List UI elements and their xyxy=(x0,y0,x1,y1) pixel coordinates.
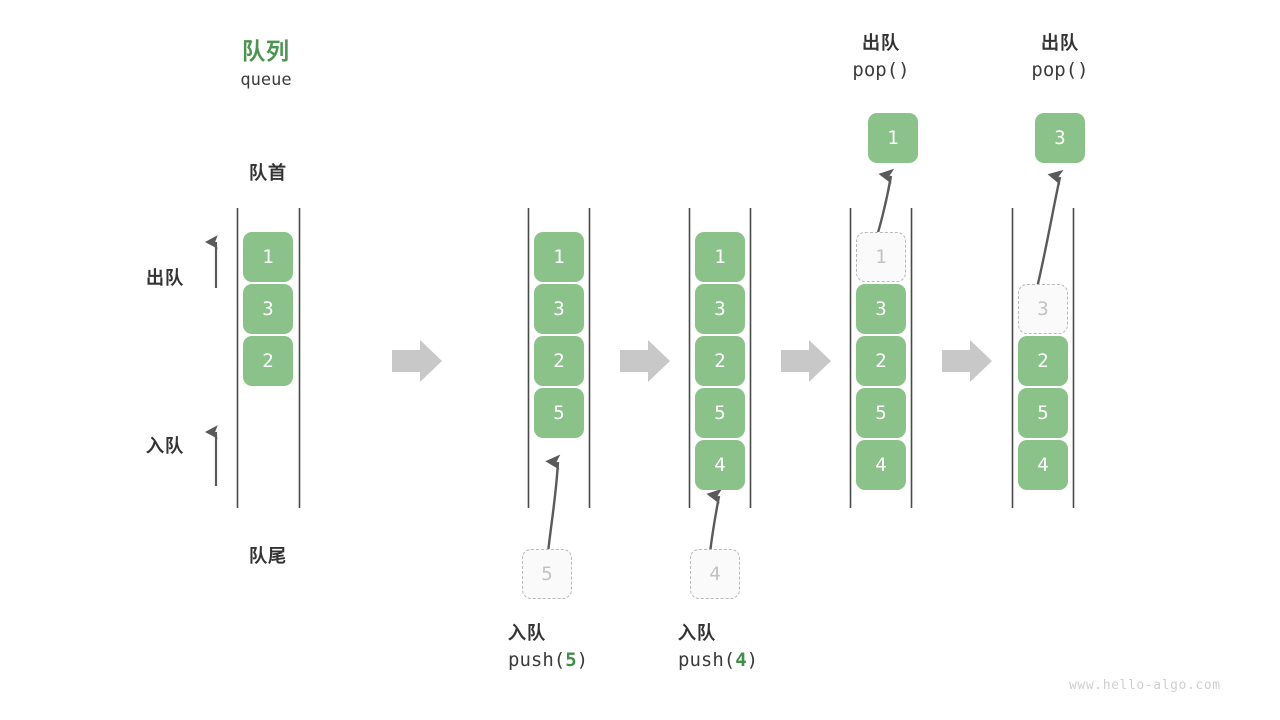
pop-3-caption-code: pop() xyxy=(990,56,1130,84)
queue-cell: 4 xyxy=(856,440,906,490)
push-5-caption: 入队 push(5) xyxy=(448,620,648,674)
queue-tail-label: 队尾 xyxy=(249,546,287,566)
queue-cell: 5 xyxy=(1018,388,1068,438)
pop-3-arrow xyxy=(1032,177,1060,301)
push-4-caption-code: push(4) xyxy=(678,646,818,674)
push-4-caption-cn: 入队 xyxy=(678,623,716,643)
queue-cell: 5 xyxy=(695,388,745,438)
push-5-code-value: 5 xyxy=(565,649,577,671)
pop-3-caption: 出队 pop() xyxy=(990,30,1130,84)
queue-cell: 5 xyxy=(856,388,906,438)
page-title: 队列 xyxy=(242,38,290,64)
queue-cell: 2 xyxy=(1018,336,1068,386)
push-4-code-post: ) xyxy=(746,649,759,671)
queue-cell: 3 xyxy=(856,284,906,334)
popped-cell: 1 xyxy=(868,113,918,163)
push-5-code-post: ) xyxy=(576,649,589,671)
pop-1-caption-cn: 出队 xyxy=(862,33,900,53)
push-4-caption: 入队 push(4) xyxy=(618,620,818,674)
queue-cell: 2 xyxy=(856,336,906,386)
step-arrow-4 xyxy=(942,340,992,382)
site-watermark: www.hello-algo.com xyxy=(1069,678,1221,693)
queue-cell: 2 xyxy=(534,336,584,386)
queue-head-label: 队首 xyxy=(249,163,287,183)
incoming-ghost-cell: 4 xyxy=(690,549,740,599)
queue-cell-new: 4 xyxy=(695,440,745,490)
queue-cell: 1 xyxy=(243,232,293,282)
popped-cell: 3 xyxy=(1035,113,1085,163)
pop-1-caption-code: pop() xyxy=(811,56,951,84)
pop-1-caption: 出队 pop() xyxy=(811,30,951,84)
push-4-arrow xyxy=(710,496,719,554)
push-5-arrow xyxy=(548,462,558,554)
queue-cell: 2 xyxy=(243,336,293,386)
queue-cell: 3 xyxy=(243,284,293,334)
removed-ghost-cell: 3 xyxy=(1018,284,1068,334)
queue-cell: 3 xyxy=(534,284,584,334)
push-5-code-pre: push( xyxy=(508,649,566,671)
queue-cell: 3 xyxy=(695,284,745,334)
push-4-code-value: 4 xyxy=(735,649,747,671)
step-arrow-3 xyxy=(781,340,831,382)
dequeue-direction-label: 出队 xyxy=(146,268,184,288)
pop-1-code-pre: pop( xyxy=(852,59,899,81)
queue-cell: 2 xyxy=(695,336,745,386)
pop-1-code-post: ) xyxy=(898,59,910,81)
queue-cell: 1 xyxy=(695,232,745,282)
queue-cell: 4 xyxy=(1018,440,1068,490)
push-4-code-pre: push( xyxy=(678,649,736,671)
pop-3-code-pre: pop( xyxy=(1031,59,1078,81)
incoming-ghost-cell: 5 xyxy=(522,549,572,599)
queue-rails xyxy=(236,208,1075,508)
push-5-caption-cn: 入队 xyxy=(508,623,546,643)
pop-3-caption-cn: 出队 xyxy=(1041,33,1079,53)
step-arrow-1 xyxy=(392,340,442,382)
enqueue-direction-label: 入队 xyxy=(146,436,184,456)
push-5-caption-code: push(5) xyxy=(508,646,648,674)
pop-3-code-post: ) xyxy=(1077,59,1089,81)
step-arrow-2 xyxy=(620,340,670,382)
queue-cell: 1 xyxy=(534,232,584,282)
page-title-code: queue xyxy=(240,70,292,90)
queue-cell-new: 5 xyxy=(534,388,584,438)
removed-ghost-cell: 1 xyxy=(856,232,906,282)
